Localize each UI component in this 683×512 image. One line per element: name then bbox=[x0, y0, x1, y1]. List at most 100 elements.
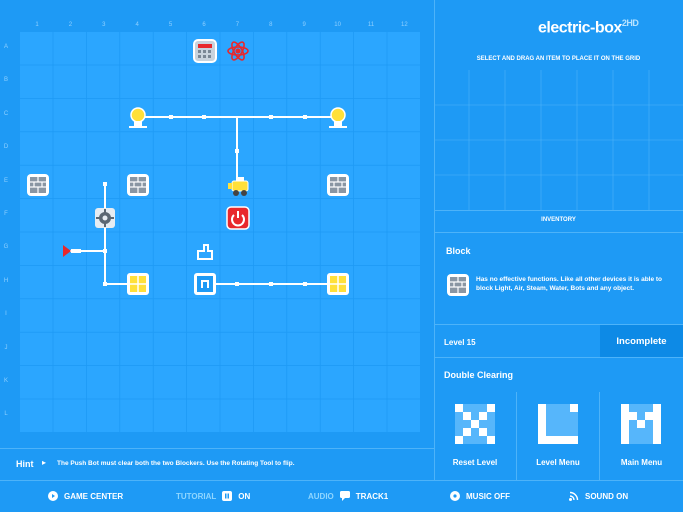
grid-cell[interactable] bbox=[20, 265, 53, 299]
hint-arrow-icon[interactable]: ▸ bbox=[42, 458, 47, 467]
grid-cell[interactable] bbox=[387, 65, 420, 98]
grid-cell[interactable] bbox=[253, 332, 287, 366]
grid-cell[interactable] bbox=[120, 132, 153, 165]
grid-cell[interactable] bbox=[387, 299, 420, 332]
grid-cell[interactable] bbox=[120, 299, 153, 332]
grid-cell[interactable] bbox=[153, 399, 187, 432]
block-icon[interactable] bbox=[326, 173, 350, 197]
grid-cell[interactable] bbox=[354, 299, 387, 332]
tutorial-toggle[interactable]: TUTORIAL ON bbox=[176, 491, 250, 501]
grid-cell[interactable] bbox=[387, 98, 420, 132]
grid-cell[interactable] bbox=[387, 32, 420, 65]
grid-cell[interactable] bbox=[53, 332, 86, 366]
grid-cell[interactable] bbox=[253, 199, 287, 232]
grid-cell[interactable] bbox=[387, 199, 420, 232]
grid-cell[interactable] bbox=[20, 232, 53, 265]
push-bot-icon[interactable] bbox=[226, 173, 250, 197]
fan-icon[interactable] bbox=[59, 239, 83, 263]
grid-cell[interactable] bbox=[320, 65, 354, 98]
grid-cell[interactable] bbox=[253, 165, 287, 199]
grid-cell[interactable] bbox=[354, 65, 387, 98]
grid-cell[interactable] bbox=[20, 366, 53, 399]
grid-cell[interactable] bbox=[53, 265, 86, 299]
sound-toggle[interactable]: SOUND ON bbox=[569, 491, 628, 501]
grid-cell[interactable] bbox=[153, 232, 187, 265]
grid-cell[interactable] bbox=[153, 65, 187, 98]
grid-cell[interactable] bbox=[387, 165, 420, 199]
grid-cell[interactable] bbox=[86, 232, 120, 265]
grid-cell[interactable] bbox=[153, 132, 187, 165]
grid-cell[interactable] bbox=[287, 65, 320, 98]
grid-cell[interactable] bbox=[53, 366, 86, 399]
grid-cell[interactable] bbox=[53, 232, 86, 265]
grid-cell[interactable] bbox=[387, 366, 420, 399]
grid-cell[interactable] bbox=[253, 366, 287, 399]
grid-cell[interactable] bbox=[153, 32, 187, 65]
grid-cell[interactable] bbox=[53, 399, 86, 432]
grid-cell[interactable] bbox=[220, 232, 253, 265]
grid-cell[interactable] bbox=[53, 165, 86, 199]
grid-cell[interactable] bbox=[86, 65, 120, 98]
grid-cell[interactable] bbox=[187, 65, 220, 98]
light-bulb-icon[interactable] bbox=[326, 106, 350, 130]
grid-cell[interactable] bbox=[354, 98, 387, 132]
grid-cell[interactable] bbox=[53, 98, 86, 132]
audio-track-button[interactable]: AUDIO TRACK1 bbox=[308, 491, 388, 501]
grid-cell[interactable] bbox=[354, 232, 387, 265]
grid-cell[interactable] bbox=[153, 332, 187, 366]
grid-cell[interactable] bbox=[153, 165, 187, 199]
grid-cell[interactable] bbox=[320, 299, 354, 332]
yellow-target-icon[interactable] bbox=[326, 272, 350, 296]
grid-cell[interactable] bbox=[287, 32, 320, 65]
grid-cell[interactable] bbox=[354, 165, 387, 199]
grid-cell[interactable] bbox=[20, 65, 53, 98]
music-toggle[interactable]: MUSIC OFF bbox=[450, 491, 510, 501]
grid-cell[interactable] bbox=[53, 132, 86, 165]
grid-cell[interactable] bbox=[153, 299, 187, 332]
grid-cell[interactable] bbox=[86, 366, 120, 399]
grid-cell[interactable] bbox=[354, 199, 387, 232]
light-bulb-icon[interactable] bbox=[126, 106, 150, 130]
grid-cell[interactable] bbox=[253, 132, 287, 165]
grid-cell[interactable] bbox=[120, 232, 153, 265]
grid-cell[interactable] bbox=[287, 232, 320, 265]
grid-cell[interactable] bbox=[187, 332, 220, 366]
grid-cell[interactable] bbox=[120, 199, 153, 232]
grid-cell[interactable] bbox=[153, 199, 187, 232]
calculator-icon[interactable] bbox=[193, 39, 217, 63]
grid-cell[interactable] bbox=[287, 366, 320, 399]
grid-cell[interactable] bbox=[53, 199, 86, 232]
grid-cell[interactable] bbox=[86, 98, 120, 132]
gear-icon[interactable] bbox=[93, 206, 117, 230]
grid-cell[interactable] bbox=[320, 399, 354, 432]
grid-cell[interactable] bbox=[20, 332, 53, 366]
grid-cell[interactable] bbox=[20, 98, 53, 132]
grid-cell[interactable] bbox=[387, 332, 420, 366]
grid-cell[interactable] bbox=[53, 65, 86, 98]
grid-cell[interactable] bbox=[187, 199, 220, 232]
grid-cell[interactable] bbox=[53, 299, 86, 332]
grid-cell[interactable] bbox=[253, 65, 287, 98]
grid-cell[interactable] bbox=[220, 399, 253, 432]
grid-cell[interactable] bbox=[53, 32, 86, 65]
block-icon[interactable] bbox=[126, 173, 150, 197]
grid-cell[interactable] bbox=[20, 199, 53, 232]
relay-icon[interactable] bbox=[193, 272, 217, 296]
rotating-tool-icon[interactable] bbox=[193, 239, 217, 263]
grid-cell[interactable] bbox=[220, 299, 253, 332]
grid-cell[interactable] bbox=[86, 132, 120, 165]
grid-cell[interactable] bbox=[287, 199, 320, 232]
grid-cell[interactable] bbox=[20, 132, 53, 165]
grid-cell[interactable] bbox=[86, 399, 120, 432]
grid-cell[interactable] bbox=[387, 399, 420, 432]
grid-cell[interactable] bbox=[320, 199, 354, 232]
grid-cell[interactable] bbox=[320, 366, 354, 399]
reset-level-button[interactable]: Reset Level bbox=[434, 392, 516, 480]
grid-cell[interactable] bbox=[120, 399, 153, 432]
grid-cell[interactable] bbox=[86, 32, 120, 65]
grid-cell[interactable] bbox=[20, 399, 53, 432]
grid-cell[interactable] bbox=[187, 165, 220, 199]
inventory-grid[interactable] bbox=[434, 70, 683, 210]
grid-cell[interactable] bbox=[86, 165, 120, 199]
